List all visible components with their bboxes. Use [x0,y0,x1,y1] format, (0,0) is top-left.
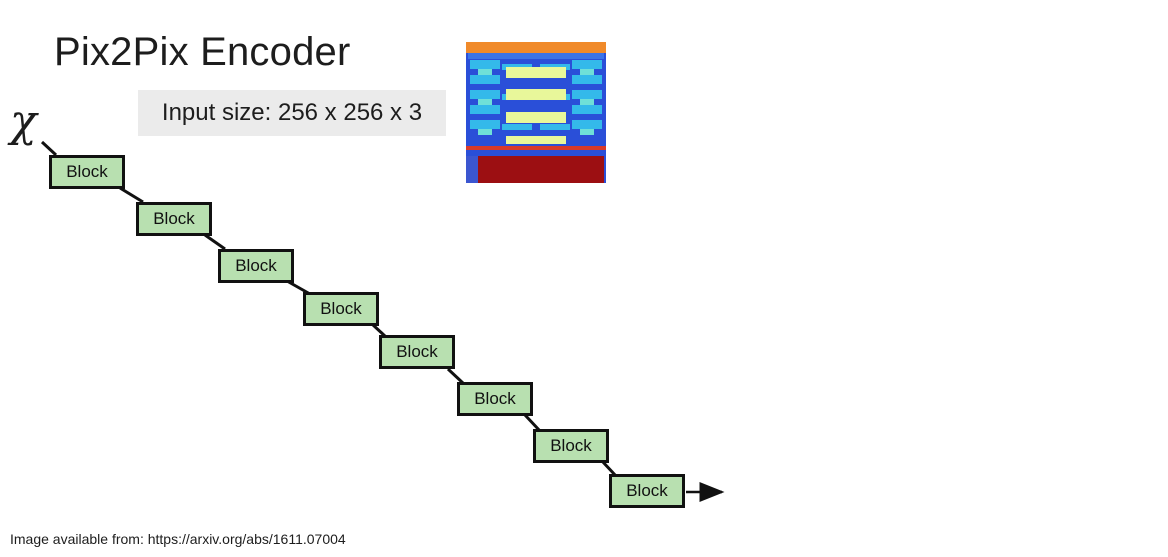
connector-line [600,459,618,478]
input-symbol: χ [10,96,37,147]
connector-line [446,367,466,386]
encoder-block: Block [218,249,294,283]
encoder-block: Block [136,202,212,236]
image-source-note: Image available from: https://arxiv.org/… [0,520,410,557]
connector-line [204,233,226,251]
connector-line [286,279,311,296]
input-size-label: Input size: 256 x 256 x 3 [138,90,446,136]
connector-line [40,140,58,157]
encoder-architecture-thumbnail [466,42,606,183]
connector-line [523,413,542,433]
encoder-block: Block [379,335,455,369]
encoder-block: Block [457,382,533,416]
connector-line [370,322,388,339]
encoder-block: Block [533,429,609,463]
connector-line [119,186,144,204]
encoder-block: Block [303,292,379,326]
encoder-block: Block [49,155,125,189]
encoder-block: Block [609,474,685,508]
slide-title: Pix2Pix Encoder [54,30,351,74]
